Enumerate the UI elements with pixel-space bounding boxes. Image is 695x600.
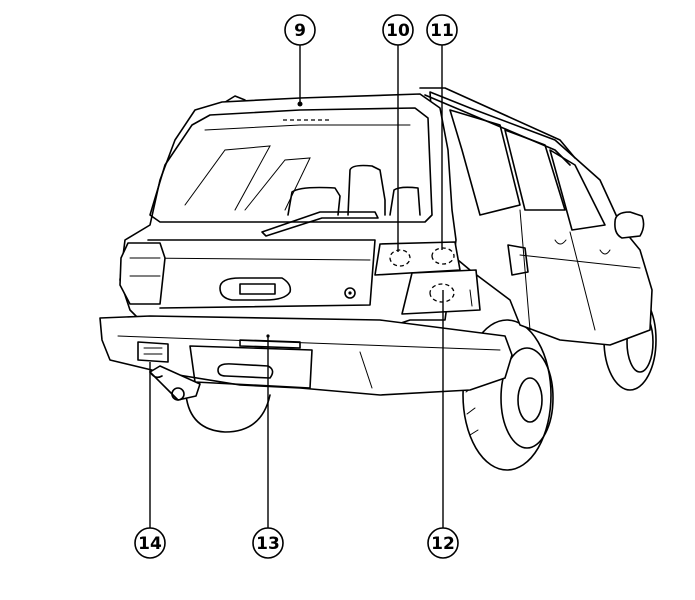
license-plate-recess bbox=[189, 345, 313, 389]
exhaust-pipe bbox=[149, 365, 201, 401]
roof-rail bbox=[419, 87, 576, 159]
rear-seat-right bbox=[347, 164, 386, 216]
callout-label: 9 bbox=[294, 21, 306, 41]
fuel-door bbox=[507, 244, 529, 276]
leader-lines bbox=[149, 45, 444, 528]
callout-label: 10 bbox=[386, 21, 410, 41]
callout-label: 13 bbox=[256, 534, 280, 554]
side-mirror bbox=[614, 211, 645, 239]
rear-combination-light-upper bbox=[374, 241, 461, 276]
callout-circle bbox=[382, 14, 414, 46]
rear-fog-light bbox=[137, 341, 169, 363]
rear-bumper bbox=[99, 315, 513, 396]
side-body bbox=[429, 91, 653, 346]
callout-circle bbox=[427, 527, 459, 559]
callout-label: 12 bbox=[431, 534, 455, 554]
callout-14: 14 bbox=[134, 527, 166, 559]
callout-13: 13 bbox=[252, 527, 284, 559]
rear-window bbox=[149, 107, 433, 223]
front-side-window bbox=[549, 149, 606, 231]
callout-9: 9 bbox=[284, 14, 316, 46]
rear-wiper bbox=[261, 211, 379, 237]
vehicle-drawing bbox=[99, 87, 657, 471]
callout-10: 10 bbox=[382, 14, 414, 46]
rear-combination-light-upper-inner bbox=[389, 249, 411, 267]
callout-circle bbox=[134, 527, 166, 559]
hatch-handle bbox=[219, 277, 292, 301]
callout-12: 12 bbox=[427, 527, 459, 559]
callout-circle bbox=[284, 14, 316, 46]
callout-label: 14 bbox=[138, 534, 162, 554]
license-plate-light bbox=[239, 339, 301, 349]
callout-11: 11 bbox=[426, 14, 458, 46]
keyhole bbox=[344, 287, 356, 299]
callout-circle bbox=[426, 14, 458, 46]
rear-combination-light-upper-outer bbox=[431, 247, 455, 265]
left-rear-combination-light bbox=[119, 242, 166, 305]
rear-combination-light-lower bbox=[401, 269, 481, 315]
callout-circle bbox=[252, 527, 284, 559]
callout-label: 11 bbox=[430, 21, 454, 41]
rear-seat-left bbox=[287, 186, 341, 216]
left-rear-wheel bbox=[185, 394, 271, 433]
